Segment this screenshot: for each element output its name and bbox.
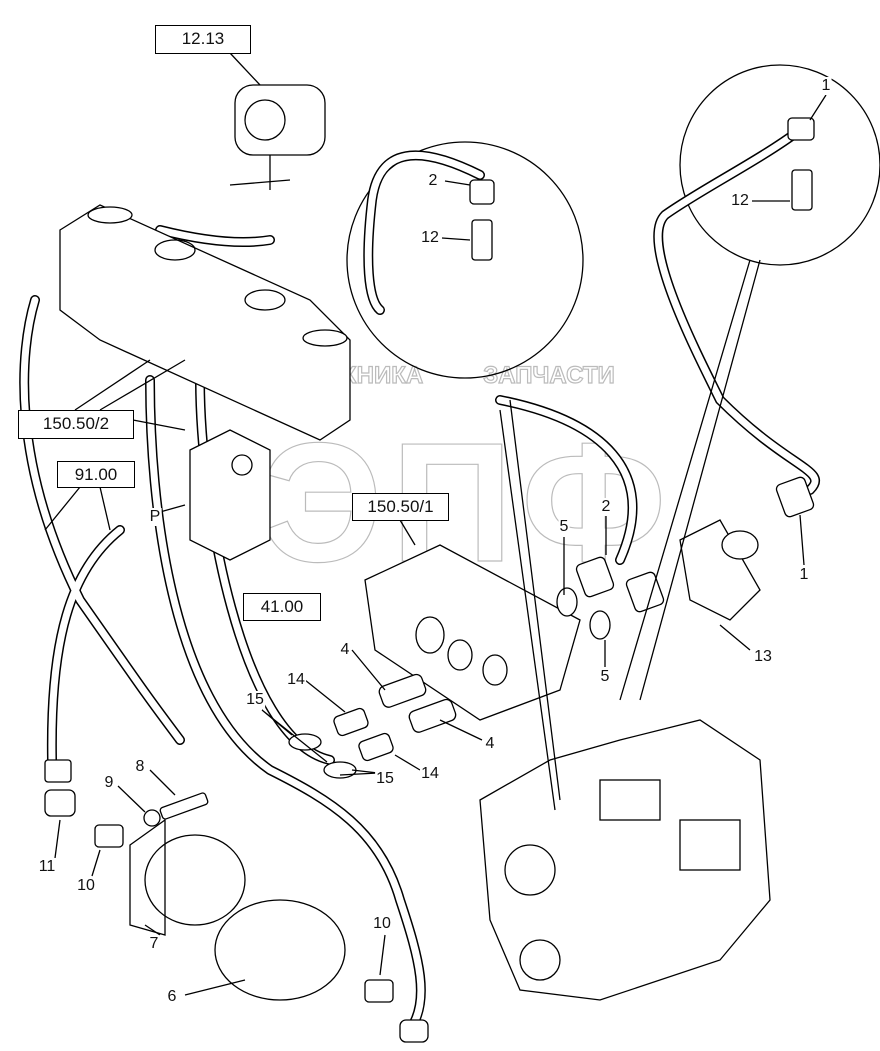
accumulator [214, 899, 346, 1001]
filter-housing [59, 204, 351, 441]
bracket [129, 818, 166, 936]
callout-12: 12 [420, 229, 440, 247]
callout-2: 2 [600, 498, 612, 516]
callout-4: 4 [484, 735, 496, 753]
callout-13: 13 [753, 648, 773, 666]
detail-circle-left [346, 141, 584, 379]
callout-4: 4 [339, 641, 351, 659]
callout-14: 14 [420, 765, 440, 783]
pump [234, 84, 326, 156]
reference-box-91-00[interactable]: 91.00 [57, 461, 135, 488]
solenoid-valve [679, 519, 761, 621]
callout-12: 12 [730, 192, 750, 210]
callout-14: 14 [286, 671, 306, 689]
callout-10: 10 [372, 915, 392, 933]
engine [479, 719, 771, 1001]
callout-6: 6 [166, 988, 178, 1006]
callout-2: 2 [427, 172, 439, 190]
callout-11: 11 [37, 858, 57, 876]
port-label-p: P [148, 508, 162, 526]
callout-9: 9 [103, 774, 115, 792]
callout-15: 15 [245, 691, 265, 709]
reference-box-41-00[interactable]: 41.00 [243, 593, 321, 621]
callout-8: 8 [134, 758, 146, 776]
reference-box-12-13[interactable]: 12.13 [155, 25, 251, 54]
callout-10: 10 [76, 877, 96, 895]
reference-box-150-50-1[interactable]: 150.50/1 [352, 493, 449, 521]
callout-15: 15 [375, 770, 395, 788]
callout-7: 7 [148, 935, 160, 953]
callout-1: 1 [798, 566, 810, 584]
reference-box-150-50-2[interactable]: 150.50/2 [18, 410, 134, 439]
valve-block [189, 429, 271, 561]
callout-1: 1 [820, 77, 832, 95]
watermark-text: ТЕХНИКА ЗАПЧАСТИ [309, 361, 615, 389]
callout-5: 5 [599, 668, 611, 686]
detail-circle-right [679, 64, 880, 266]
callout-5: 5 [558, 518, 570, 536]
